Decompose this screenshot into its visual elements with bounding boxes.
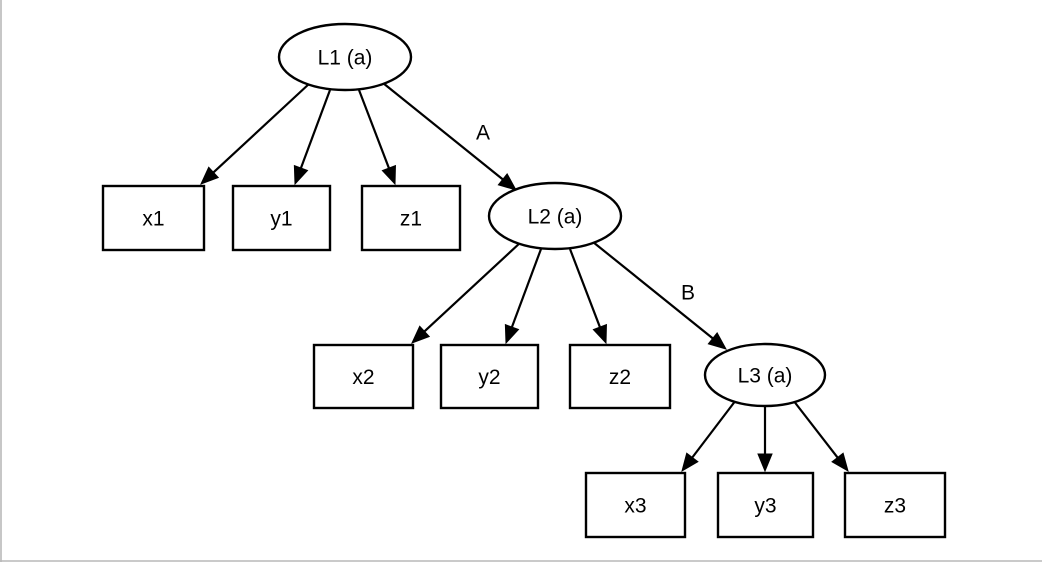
arrowhead-L2-L3 [707,331,728,350]
node-shape-box-y3[interactable] [716,471,815,539]
node-z3[interactable]: z3 [843,471,947,539]
arrowhead-L2-y2 [504,323,520,345]
node-label-y2: y2 [478,366,500,389]
arrowhead-L1-y1 [293,164,309,186]
edge-line-L1-L2 [382,82,506,183]
node-shape-ellipse-L2[interactable] [487,181,623,251]
node-label-L1: L1 (a) [318,47,373,70]
node-label-y1: y1 [270,208,292,231]
node-shape-box-y2[interactable] [439,343,540,410]
node-y1[interactable]: y1 [231,184,332,252]
node-shape-ellipse-L3[interactable] [703,342,827,408]
node-shape-ellipse-L1[interactable] [277,22,413,92]
node-shape-box-z1[interactable] [360,184,462,252]
node-L1[interactable]: L1 (a) [277,22,413,92]
node-layer: L1 (a) L2 (a) L3 (a) x1 y1 z1 x2 y2 z2 x3 y3 z3 [101,22,947,539]
arrowhead-L1-L2 [497,172,518,191]
node-L3[interactable]: L3 (a) [703,342,827,408]
node-label-L3: L3 (a) [738,365,793,388]
edge-line-L3-z3 [792,399,841,461]
arrowhead-L2-x2 [411,325,431,344]
node-shape-box-y1[interactable] [231,184,332,252]
edge-line-L1-z1 [357,89,392,172]
edge-line-L2-z2 [568,248,603,331]
node-shape-box-x3[interactable] [584,471,687,539]
arrowhead-L1-x1 [200,166,220,185]
node-label-z2: z2 [609,366,631,389]
edge-label-layer: AB [476,122,695,305]
node-label-L2: L2 (a) [528,206,583,229]
edge-layer [200,82,849,473]
node-L2[interactable]: L2 (a) [487,181,623,251]
arrowhead-L3-y3 [757,453,773,473]
edge-line-L3-x3 [689,399,737,461]
edge-line-L2-y2 [509,248,543,331]
node-x1[interactable]: x1 [101,184,206,252]
node-shape-box-x2[interactable] [312,343,415,410]
edge-line-L2-L3 [592,241,716,342]
node-label-z1: z1 [400,208,422,231]
node-shape-box-z2[interactable] [568,343,672,410]
edge-line-L1-y1 [298,89,332,172]
node-z2[interactable]: z2 [568,343,672,410]
arrowhead-L2-z2 [592,323,607,345]
node-shape-box-x1[interactable] [101,184,206,252]
arrowhead-L3-x3 [681,452,699,473]
edge-line-L2-x2 [421,241,522,335]
edge-line-L1-x1 [210,82,311,176]
edge-label-L2-L3: B [681,282,695,305]
node-z1[interactable]: z1 [360,184,462,252]
node-label-z3: z3 [884,495,906,518]
node-label-x1: x1 [142,208,164,231]
node-label-x3: x3 [624,495,646,518]
arrowhead-L3-z3 [831,452,849,473]
edge-label-L1-L2: A [476,122,490,145]
node-label-x2: x2 [352,366,374,389]
node-y2[interactable]: y2 [439,343,540,410]
node-y3[interactable]: y3 [716,471,815,539]
node-x2[interactable]: x2 [312,343,415,410]
node-x3[interactable]: x3 [584,471,687,539]
node-shape-box-z3[interactable] [843,471,947,539]
arrowhead-L1-z1 [381,164,396,186]
node-label-y3: y3 [754,495,776,518]
